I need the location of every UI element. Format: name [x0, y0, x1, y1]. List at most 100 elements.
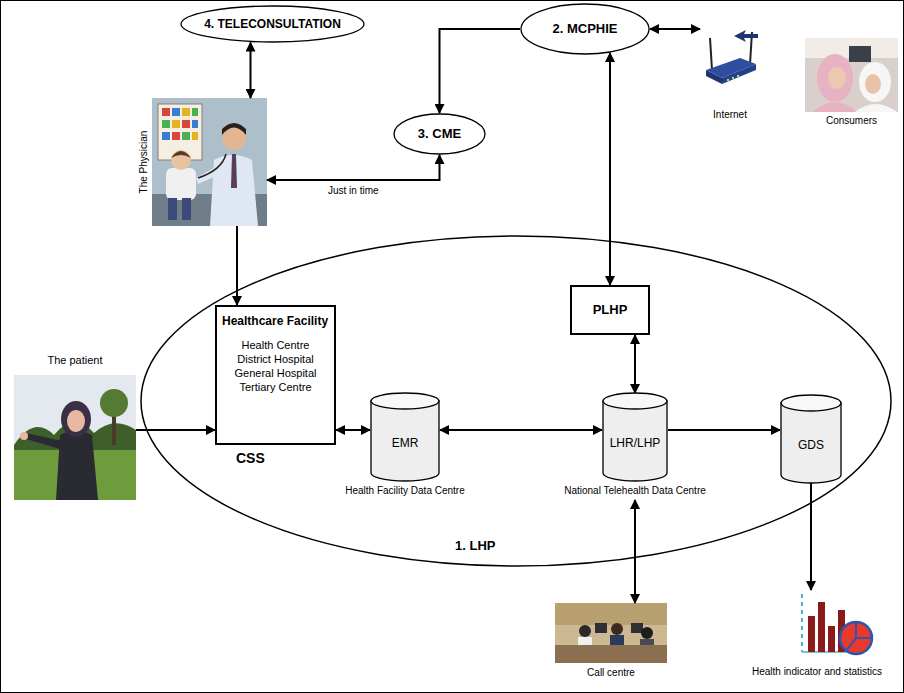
cylinder-top [781, 395, 841, 411]
router-illustration [734, 30, 758, 42]
call-centre-photo: Call centre [555, 603, 667, 663]
statistics-icon: Health indicator and statistics [798, 590, 876, 660]
caption: Internet [713, 109, 747, 121]
node-label: 3. CME [418, 126, 461, 142]
physician-photo: The Physician [152, 98, 267, 226]
consumers-illustration [805, 38, 898, 112]
physician-illustration [192, 120, 198, 128]
call-centre-illustration [641, 627, 653, 639]
connector-arrow [440, 429, 602, 431]
consumers-illustration [855, 104, 897, 112]
physician-illustration [152, 98, 267, 226]
ellipse-node: 3. CME [393, 113, 486, 155]
patient-illustration [61, 401, 91, 437]
box-body: Health Centre District Hospital General … [226, 338, 326, 395]
statistics-illustration [818, 602, 825, 652]
cylinder-top [603, 393, 667, 409]
physician-illustration [182, 108, 190, 116]
connector-arrow [336, 429, 370, 431]
router-icon: Internet [700, 24, 760, 94]
patient-illustration [56, 431, 98, 500]
node-label: PLHP [593, 302, 628, 318]
region-ellipse: 1. LHPHealthcare FacilityHealth Centre D… [140, 235, 892, 567]
statistics-illustration [840, 622, 872, 654]
physician-illustration [182, 132, 190, 140]
physician-illustration [192, 108, 198, 116]
consumers-photo: Consumers [805, 38, 898, 112]
node-label: GDS [798, 438, 824, 452]
caption: The Physician [138, 131, 150, 194]
caption: Consumers [826, 115, 877, 127]
router-illustration [732, 77, 734, 79]
physician-illustration [172, 120, 180, 128]
physician-illustration [210, 155, 258, 226]
process-box: PLHP [570, 285, 650, 335]
connector-arrow [250, 43, 252, 99]
physician-illustration [192, 132, 198, 140]
cylinder-top [371, 393, 439, 409]
caption: Call centre [587, 667, 635, 679]
patient-illustration [26, 433, 62, 449]
call-centre-illustration [555, 603, 667, 663]
physician-illustration [172, 132, 180, 140]
physician-illustration [158, 104, 202, 160]
cylinder-body [603, 401, 667, 481]
statistics-illustration [801, 594, 803, 652]
connector-arrow [634, 335, 636, 393]
consumers-illustration [859, 62, 891, 102]
edge-label: Just in time [326, 185, 381, 197]
call-centre-illustration [595, 623, 607, 633]
ellipse-node: 2. MCPHIE [520, 3, 650, 55]
router-illustration [737, 75, 739, 77]
physician-illustration [172, 108, 180, 116]
statistics-illustration [802, 594, 872, 654]
physician-illustration [198, 154, 226, 178]
router-illustration [722, 64, 756, 84]
ellipse-line [521, 4, 649, 54]
patient-photo: The patient [14, 375, 136, 500]
patient-illustration [14, 375, 136, 500]
caption: Health Facility Data Centre [345, 485, 465, 497]
statistics-illustration [828, 626, 835, 652]
database-cylinder: GDS [780, 395, 842, 483]
facility-box: Healthcare FacilityHealth Centre Distric… [215, 305, 336, 445]
caption: The patient [47, 354, 102, 367]
call-centre-illustration [579, 625, 591, 637]
database-cylinder: LHR/LHPNational Telehealth Data Centre [602, 393, 668, 481]
physician-illustration [162, 108, 170, 116]
consumers-illustration [865, 74, 881, 94]
physician-illustration [152, 98, 267, 226]
database-cylinder: EMRHealth Facility Data Centre [370, 393, 440, 481]
box-heading: Healthcare Facility [222, 314, 328, 330]
physician-illustration [168, 198, 177, 220]
patient-illustration [100, 389, 128, 417]
physician-illustration [162, 120, 170, 128]
physician-illustration [231, 154, 237, 188]
physician-illustration [182, 198, 191, 220]
patient-illustration [14, 375, 136, 500]
statistics-illustration [846, 622, 872, 651]
consumers-illustration [849, 46, 871, 62]
physician-illustration [166, 168, 196, 200]
node-label: LHR/LHP [610, 436, 661, 450]
patient-illustration [20, 432, 28, 440]
connector-arrow [668, 429, 780, 431]
connector-arrow [440, 29, 521, 113]
connector-arrow [810, 483, 812, 590]
consumers-illustration [828, 67, 846, 89]
connector-arrow [634, 500, 636, 603]
node-label: 2. MCPHIE [552, 21, 617, 37]
node-label: EMR [392, 436, 419, 450]
physician-illustration [222, 123, 246, 135]
ellipse-node: 4. TELECONSULTATION [180, 5, 365, 43]
cylinder-body [371, 401, 439, 481]
section-label: CSS [236, 450, 265, 466]
statistics-illustration [808, 616, 815, 652]
physician-illustration [171, 151, 191, 158]
region-ellipse-line [141, 236, 891, 566]
